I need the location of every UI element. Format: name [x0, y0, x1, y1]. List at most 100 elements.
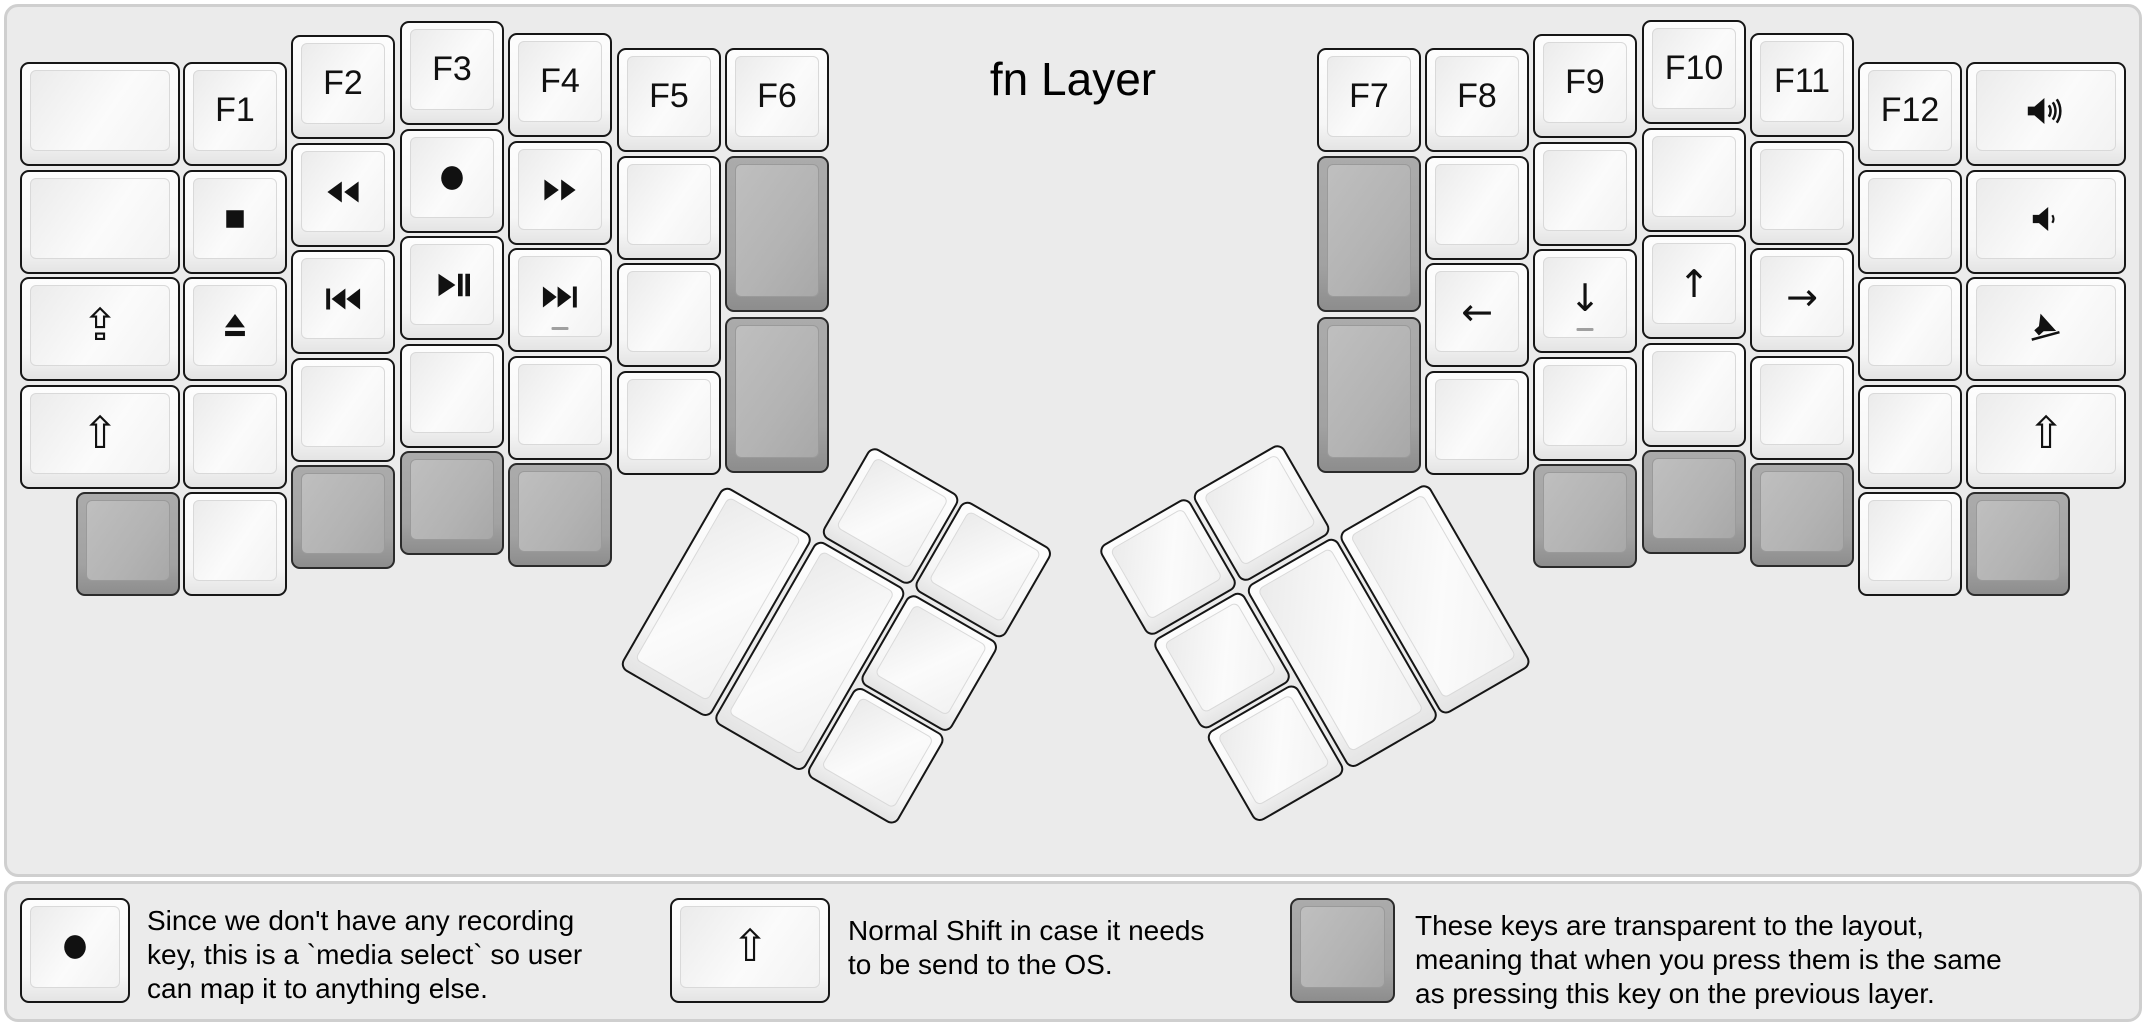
key-blank[interactable] [20, 170, 180, 274]
key-f8[interactable]: F8 [1425, 48, 1529, 152]
key-f6[interactable]: F6 [725, 48, 829, 152]
key-transparent[interactable] [400, 451, 504, 555]
key-blank[interactable] [617, 371, 721, 475]
key-blank[interactable] [1858, 170, 1962, 274]
key-f2[interactable]: F2 [291, 35, 395, 139]
key-next-track[interactable] [508, 248, 612, 352]
key-transparent[interactable] [1750, 463, 1854, 567]
key-volume-down[interactable] [1966, 170, 2126, 274]
key-blank[interactable] [183, 492, 287, 596]
key-legend-text: ↑ [1678, 261, 1710, 306]
key-transparent[interactable] [725, 156, 829, 312]
key-transparent[interactable] [725, 317, 829, 473]
key-blank[interactable] [617, 263, 721, 367]
keycap-top [1300, 906, 1385, 988]
key-blank[interactable] [1858, 492, 1962, 596]
keycap-top [1652, 136, 1736, 217]
key-blank[interactable] [291, 358, 395, 462]
legend-text-line: as pressing this key on the previous lay… [1415, 978, 1935, 1009]
legend-text-line: key, this is a `media select` so user [147, 939, 583, 970]
keycap-top [1760, 149, 1844, 230]
key-play-pause[interactable] [400, 236, 504, 340]
key-legend-text: F4 [540, 62, 580, 100]
keycap-top [1435, 164, 1519, 245]
key-blank[interactable] [508, 356, 612, 460]
keycap-top [301, 366, 385, 447]
keycap-top: F6 [735, 56, 819, 137]
key-blank[interactable] [1425, 371, 1529, 475]
key-f10[interactable]: F10 [1642, 20, 1746, 124]
key-blank[interactable] [183, 385, 287, 489]
keycap-top [30, 906, 120, 988]
key-transparent[interactable] [1317, 156, 1421, 312]
key-f7[interactable]: F7 [1317, 48, 1421, 152]
key-blank[interactable] [1533, 142, 1637, 246]
key-arrow-left[interactable]: ← [1425, 263, 1529, 367]
key-shift-left[interactable]: ⇧ [20, 385, 180, 489]
key-legend-text: ⇧ [2027, 407, 2065, 459]
key-eject[interactable] [183, 277, 287, 381]
key-blank[interactable] [617, 156, 721, 260]
key-f9[interactable]: F9 [1533, 34, 1637, 138]
key-shift-right[interactable]: ⇧ [1966, 385, 2126, 489]
key-blank[interactable] [20, 62, 180, 166]
key-arrow-down[interactable]: ↓ [1533, 249, 1637, 353]
keycap-top [301, 151, 385, 232]
key-legend-text: ⇧ [731, 921, 769, 972]
key-legend-text: → [1786, 274, 1818, 319]
key-media-select[interactable] [400, 129, 504, 233]
key-mute[interactable] [1966, 277, 2126, 381]
key-transparent[interactable] [1533, 464, 1637, 568]
key-prev-track[interactable] [291, 250, 395, 354]
secondary-legend-bar [551, 327, 569, 330]
legend-canvas [4, 881, 2142, 1022]
key-f3[interactable]: F3 [400, 21, 504, 125]
play-pause-icon [438, 273, 470, 296]
key-transparent[interactable] [1966, 492, 2070, 596]
keycap-top [1435, 379, 1519, 460]
key-volume-up[interactable] [1966, 62, 2126, 166]
key-f5[interactable]: F5 [617, 48, 721, 152]
key-transparent[interactable] [508, 463, 612, 567]
keycap-top: F11 [1760, 41, 1844, 122]
key-arrow-up[interactable]: ↑ [1642, 235, 1746, 339]
legend-text-line: These keys are transparent to the layout… [1415, 910, 1924, 941]
key-blank[interactable] [1642, 343, 1746, 447]
volume-up-icon [2027, 97, 2062, 124]
key-arrow-right[interactable]: → [1750, 248, 1854, 352]
key-transparent[interactable] [76, 492, 180, 596]
keycap-top [1543, 472, 1627, 553]
legend-sample-key-3[interactable] [1290, 898, 1395, 1003]
key-blank[interactable] [1750, 141, 1854, 245]
key-f12[interactable]: F12 [1858, 62, 1962, 166]
previous-track-icon [326, 288, 361, 309]
legend-sample-key-2[interactable]: ⇧ [670, 898, 830, 1003]
legend-sample-key-1[interactable] [20, 898, 130, 1003]
key-fast-forward[interactable] [508, 141, 612, 245]
keycap-top: ↑ [1652, 243, 1736, 324]
layer-title: fn Layer [989, 53, 1157, 105]
keycap-top: ← [1435, 271, 1519, 352]
key-blank[interactable] [1858, 277, 1962, 381]
key-blank[interactable] [1858, 385, 1962, 489]
key-transparent[interactable] [291, 465, 395, 569]
keycap-top [301, 258, 385, 339]
key-caps-lock[interactable]: ⇪ [20, 277, 180, 381]
keycap-top [1327, 164, 1411, 297]
keycap-top: F12 [1868, 70, 1952, 151]
key-transparent[interactable] [1317, 317, 1421, 473]
key-blank[interactable] [400, 344, 504, 448]
key-transparent[interactable] [1642, 450, 1746, 554]
key-f11[interactable]: F11 [1750, 33, 1854, 137]
key-stop[interactable] [183, 170, 287, 274]
key-blank[interactable] [1750, 356, 1854, 460]
key-blank[interactable] [1642, 128, 1746, 232]
key-blank[interactable] [1533, 357, 1637, 461]
key-blank[interactable] [1425, 156, 1529, 260]
key-f4[interactable]: F4 [508, 33, 612, 137]
keycap-top: ↓ [1543, 257, 1627, 338]
key-f1[interactable]: F1 [183, 62, 287, 166]
key-legend-text: F8 [1457, 77, 1497, 115]
key-legend-text: F11 [1773, 62, 1831, 100]
key-rewind[interactable] [291, 143, 395, 247]
